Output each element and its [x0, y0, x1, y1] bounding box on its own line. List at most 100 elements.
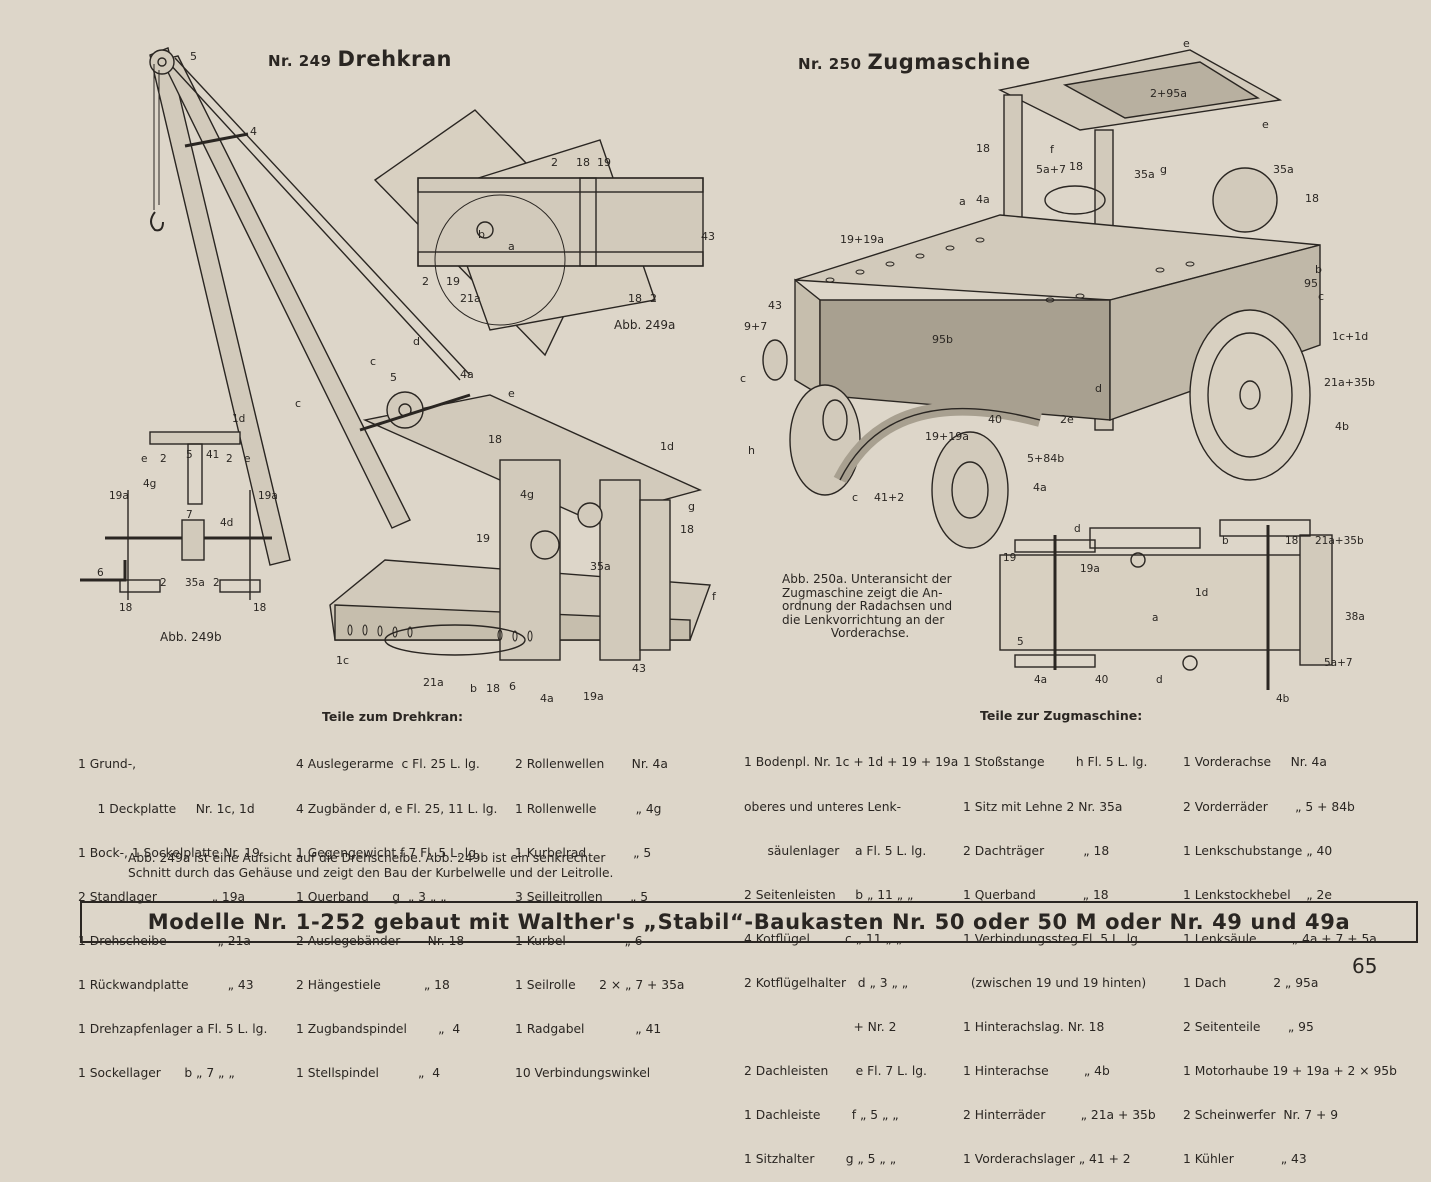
crane-label: 5: [190, 50, 197, 63]
crane-label: 4a: [460, 368, 474, 381]
part-line: 1 Sitz mit Lehne 2 Nr. 35a: [963, 799, 1123, 814]
part-line: 1 Radgabel „ 41: [515, 1021, 662, 1036]
part-line: 2 Dachträger „ 18: [963, 843, 1110, 858]
tractor-label: 95: [1304, 277, 1318, 290]
fig-249a-label: 19: [446, 275, 460, 288]
tractor-label: 18: [976, 142, 990, 155]
fig-249b-label: 35a: [185, 577, 205, 589]
title-250-number: Nr. 250: [798, 55, 862, 73]
crane-label: d: [413, 335, 420, 348]
part-line: 1 Vorderachse Nr. 4a: [1183, 755, 1327, 770]
fig-249b-label: 2: [160, 577, 167, 589]
tractor-label: 35a: [1273, 163, 1294, 176]
part-line: 2 Kotflügelhalter d „ 3 „ „: [744, 975, 909, 990]
fig-249b-label: 19a: [109, 490, 129, 502]
fig-249a-label: 18: [576, 156, 590, 169]
part-line: 1 Dach 2 „ 95a: [1183, 975, 1319, 990]
fig-250a-caption-line: die Lenkvorrichtung an der: [782, 612, 945, 627]
crane-label: 1d: [660, 440, 674, 453]
fig-250a-label: 38a: [1345, 611, 1365, 623]
part-line: 1 Hinterachse „ 4b: [963, 1064, 1110, 1079]
fig-249a-label: a: [508, 240, 515, 253]
fig-250a-labels: d b 18 21a+35b 19 19a 1d a 38a 5 5a+7 4a…: [1003, 523, 1365, 705]
fig-250a-label: 5a+7: [1324, 657, 1353, 669]
fig-249a-label: 21a: [460, 292, 481, 305]
fig-250a-label: d: [1074, 523, 1081, 535]
fig-250a-caption-line: Vorderachse.: [830, 626, 910, 641]
crane-label: e: [508, 387, 515, 400]
crane-drawing: [149, 47, 711, 661]
parts-250-col2: 1 Stoßstange h Fl. 5 L. lg. 1 Sitz mit L…: [963, 726, 1156, 1182]
part-line: 1 Stellspindel „ 4: [296, 1066, 441, 1081]
tractor-label: 2+95a: [1150, 87, 1187, 100]
fig-250a-drawing: [999, 519, 1333, 690]
fig-249b-label: 19a: [258, 490, 278, 502]
part-line: 3 Seilleitrollen „ 5: [515, 889, 649, 904]
tractor-label: e: [1262, 118, 1269, 131]
fig-249b-labels: 1d e 2 5 41 2 e 4g 19a 19a 4d 7 6 2 35a …: [97, 413, 278, 614]
crane-label: 4: [250, 125, 257, 138]
part-line: + Nr. 2: [744, 1019, 897, 1034]
part-line: 1 Stoßstange h Fl. 5 L. lg.: [963, 755, 1148, 770]
fig-249b-label: 2: [213, 577, 220, 589]
part-line: 1 Deckplatte Nr. 1c, 1d: [78, 801, 255, 816]
fig-249b-label: e: [141, 453, 147, 465]
part-line: 1 Hinterachslag. Nr. 18: [963, 1019, 1105, 1034]
tractor-label: 4a: [976, 193, 990, 206]
fig-250a-caption-line: ordnung der Radachsen und: [782, 599, 953, 614]
crane-label: 6: [509, 680, 516, 693]
note-249-line: Schnitt durch das Gehäuse und zeigt den …: [128, 866, 614, 880]
crane-label: 4g: [520, 488, 534, 501]
fig-250a-label: 19a: [1080, 563, 1100, 575]
note-249: Abb. 249a ist eine Aufsicht auf die Dreh…: [128, 851, 653, 881]
part-line: 1 Rollenwelle „ 4g: [515, 801, 662, 816]
fig-250a-label: 40: [1095, 674, 1108, 686]
fig-249a-label: 19: [597, 156, 611, 169]
title-249-number: Nr. 249: [268, 52, 332, 70]
part-line: säulenlager a Fl. 5 L. lg.: [744, 843, 927, 858]
tractor-label: 9+7: [744, 320, 767, 333]
crane-label: c: [370, 355, 376, 368]
fig-250a-caption-line: Abb. 250a. Unteransicht der: [782, 572, 952, 586]
fig-249b-label: 41: [206, 449, 219, 461]
tractor-label: e: [1183, 37, 1190, 50]
fig-249b-drawing: [80, 431, 272, 600]
fig-250a-caption: Abb. 250a. Unteransicht der Zugmaschine …: [782, 572, 958, 641]
part-line: 1 Bodenpl. Nr. 1c + 1d + 19 + 19a: [744, 755, 959, 770]
note-249-line: Abb. 249a ist eine Aufsicht auf die Dreh…: [128, 851, 606, 865]
part-line: 2 Seitenleisten b „ 11 „ „: [744, 887, 914, 902]
part-line: 2 Hängestiele „ 18: [296, 977, 450, 992]
part-line: 1 Grund-,: [78, 757, 137, 772]
parts-249-heading: Teile zum Drehkran:: [322, 709, 464, 724]
crane-label: 1c: [336, 654, 349, 667]
part-line: (zwischen 19 und 19 hinten): [963, 975, 1147, 990]
parts-250-heading: Teile zur Zugmaschine:: [980, 708, 1143, 723]
crane-label: 18: [486, 682, 500, 695]
part-line: 4 Auslegerarme c Fl. 25 L. lg.: [296, 757, 480, 772]
part-line: 2 Auslegebänder Nr. 18: [296, 933, 465, 948]
part-line: 1 Querband „ 18: [963, 887, 1109, 902]
illustrations: 5 4 4a d c c 5 e 18 1d g 18 f 4g 19 35a …: [80, 37, 1375, 705]
part-line: 2 Seitenteile „ 95: [1183, 1019, 1314, 1034]
tractor-label: g: [1160, 163, 1167, 176]
fig-249b-label: 4d: [220, 517, 233, 529]
crane-label: 21a: [423, 676, 444, 689]
tractor-label: 41+2: [874, 491, 904, 504]
part-line: 1 Sitzhalter g „ 5 „ „: [744, 1152, 897, 1167]
fig-249b-label: 6: [97, 567, 104, 579]
fig-250a-label: b: [1222, 535, 1229, 547]
fig-249b-label: 5: [186, 449, 193, 461]
page-number: 65: [1352, 954, 1378, 978]
tractor-label: 21a+35b: [1324, 376, 1375, 389]
tractor-label: 2e: [1060, 413, 1074, 426]
tractor-label: b: [1315, 263, 1322, 276]
tractor-label: 5+84b: [1027, 452, 1064, 465]
part-line: 1 Kurbelrad „ 5: [515, 845, 652, 860]
fig-250a-label: 1d: [1195, 587, 1208, 599]
crane-label: f: [712, 590, 717, 603]
fig-250a-label: 4a: [1034, 674, 1047, 686]
part-line: 1 Vorderachslager „ 41 + 2: [963, 1152, 1131, 1167]
part-line: 1 Dachleiste f „ 5 „ „: [744, 1108, 899, 1123]
